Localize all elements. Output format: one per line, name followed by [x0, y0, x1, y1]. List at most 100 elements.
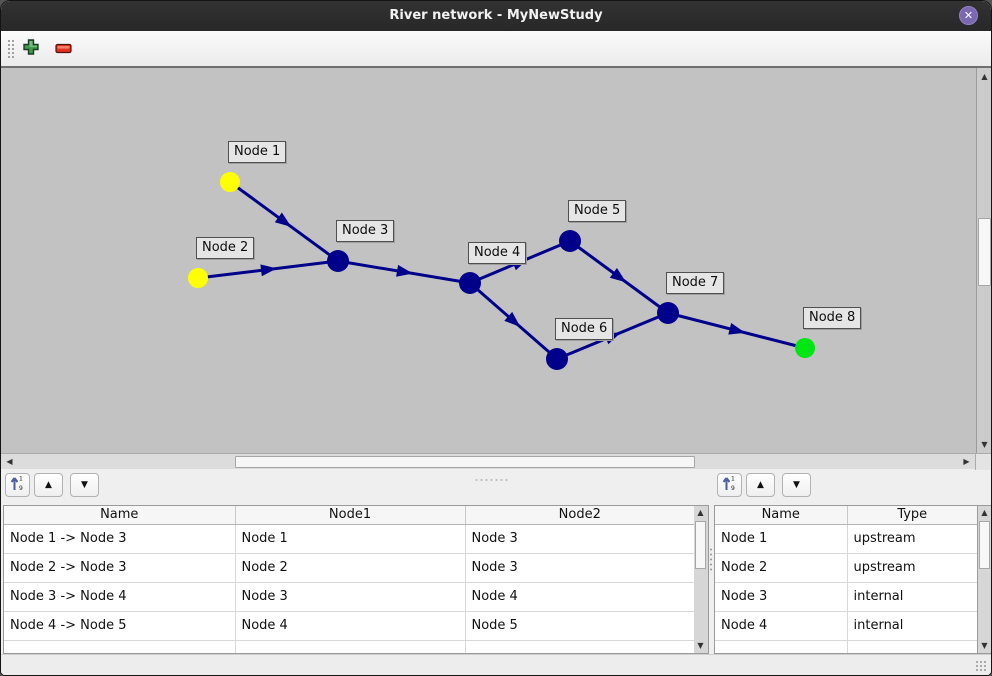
column-header[interactable]: Type: [847, 506, 977, 525]
table-cell: Node 4: [235, 611, 466, 641]
node-circle[interactable]: [795, 338, 815, 358]
scrollbar-corner: [975, 454, 991, 470]
table-cell: Node 4: [715, 611, 848, 641]
links-sort-button[interactable]: 1 9: [5, 473, 30, 497]
main-toolbar: [1, 31, 991, 68]
node-label: Node 3: [336, 220, 395, 242]
scroll-up-icon[interactable]: ▲: [981, 508, 988, 517]
flow-direction-arrow-icon: [609, 268, 627, 283]
down-triangle-icon: ▼: [81, 480, 88, 490]
links-scroll-thumb[interactable]: [695, 521, 706, 569]
nodes-scroll-thumb[interactable]: [979, 521, 990, 569]
node-label: Node 8: [803, 307, 862, 329]
node-circle[interactable]: [459, 272, 481, 294]
table-cell: [465, 640, 694, 653]
nodes-move-down-button[interactable]: ▼: [782, 473, 811, 497]
canvas-horizontal-scrollbar[interactable]: ◀ ▶: [1, 453, 991, 470]
resize-grip[interactable]: [975, 660, 987, 672]
add-node-button[interactable]: [18, 36, 44, 62]
sort-ascending-icon: 1 9: [722, 475, 737, 495]
scroll-down-icon[interactable]: ▼: [981, 440, 988, 449]
table-row[interactable]: [715, 640, 977, 653]
table-cell: [4, 640, 236, 653]
node-label: Node 5: [568, 200, 627, 222]
flow-direction-arrow-icon: [260, 264, 277, 277]
node-label: Node 2: [196, 237, 255, 259]
green-plus-icon: [22, 38, 40, 60]
column-header[interactable]: Node1: [235, 506, 466, 525]
nodes-sort-button[interactable]: 1 9: [717, 473, 742, 497]
links-move-down-button[interactable]: ▼: [70, 473, 99, 497]
toolbar-drag-handle[interactable]: [7, 39, 14, 59]
table-cell: Node 3: [715, 582, 848, 612]
red-rectangle-icon: [55, 40, 73, 59]
up-triangle-icon: ▲: [45, 480, 52, 490]
links-table-scrollbar[interactable]: ▲ ▼: [694, 505, 709, 654]
node-circle[interactable]: [657, 302, 679, 324]
scroll-down-icon[interactable]: ▼: [981, 641, 988, 650]
table-cell: Node 2 -> Node 3: [4, 553, 236, 583]
scroll-down-icon[interactable]: ▼: [697, 641, 704, 650]
table-cell: Node 2: [715, 553, 848, 583]
flow-direction-arrow-icon: [504, 311, 521, 327]
svg-text:9: 9: [19, 485, 23, 491]
table-cell: Node 3 -> Node 4: [4, 582, 236, 612]
remove-button[interactable]: [51, 36, 77, 62]
node-label: Node 4: [468, 242, 527, 264]
network-canvas[interactable]: ▲ ▼ Node 1 Node 2 Node 3 Node 4 Node 5 Node 6…: [1, 68, 991, 453]
node-label: Node 7: [666, 272, 725, 294]
scroll-left-icon[interactable]: ◀: [6, 457, 13, 466]
canvas-vscroll-thumb[interactable]: [978, 218, 991, 286]
nodes-move-up-button[interactable]: ▲: [746, 473, 775, 497]
table-cell: Node 4 -> Node 5: [4, 611, 236, 641]
table-cell: Node 1: [235, 524, 466, 554]
table-cell: Node 4: [465, 582, 694, 612]
svg-text:9: 9: [731, 485, 735, 491]
column-header[interactable]: Name: [4, 506, 236, 525]
node-label: Node 1: [228, 141, 287, 163]
column-header[interactable]: Node2: [465, 506, 694, 525]
pane-splitter-handle[interactable]: [474, 478, 508, 483]
nodes-table-scrollbar[interactable]: ▲ ▼: [978, 505, 991, 654]
titlebar[interactable]: River network - MyNewStudy ✕: [1, 1, 991, 31]
up-triangle-icon: ▲: [757, 480, 764, 490]
table-cell: Node 1 -> Node 3: [4, 524, 236, 554]
table-cell: Node 3: [465, 524, 694, 554]
table-cell: Node 3: [465, 553, 694, 583]
table-cell: internal: [847, 582, 977, 612]
scroll-up-icon[interactable]: ▲: [981, 72, 988, 81]
column-header[interactable]: Name: [715, 506, 848, 525]
status-bar: [1, 654, 991, 675]
scroll-up-icon[interactable]: ▲: [697, 508, 704, 517]
node-label: Node 6: [555, 318, 614, 340]
table-row[interactable]: [4, 640, 694, 653]
node-circle[interactable]: [188, 268, 208, 288]
node-circle[interactable]: [559, 230, 581, 252]
table-cell: Node 5: [465, 611, 694, 641]
node-circle[interactable]: [220, 172, 240, 192]
table-cell: Node 3: [235, 582, 466, 612]
canvas-vertical-scrollbar[interactable]: ▲ ▼: [976, 68, 991, 453]
node-circle[interactable]: [327, 250, 349, 272]
table-cell: upstream: [847, 553, 977, 583]
node-circle[interactable]: [546, 348, 568, 370]
links-move-up-button[interactable]: ▲: [34, 473, 63, 497]
flow-direction-arrow-icon: [728, 322, 746, 335]
flow-direction-arrow-icon: [396, 264, 413, 277]
svg-text:1: 1: [731, 476, 735, 483]
close-button[interactable]: ✕: [959, 6, 978, 25]
canvas-hscroll-thumb[interactable]: [235, 456, 695, 468]
table-cell: Node 2: [235, 553, 466, 583]
scroll-right-icon[interactable]: ▶: [963, 457, 970, 466]
table-splitter-handle[interactable]: [709, 547, 714, 573]
